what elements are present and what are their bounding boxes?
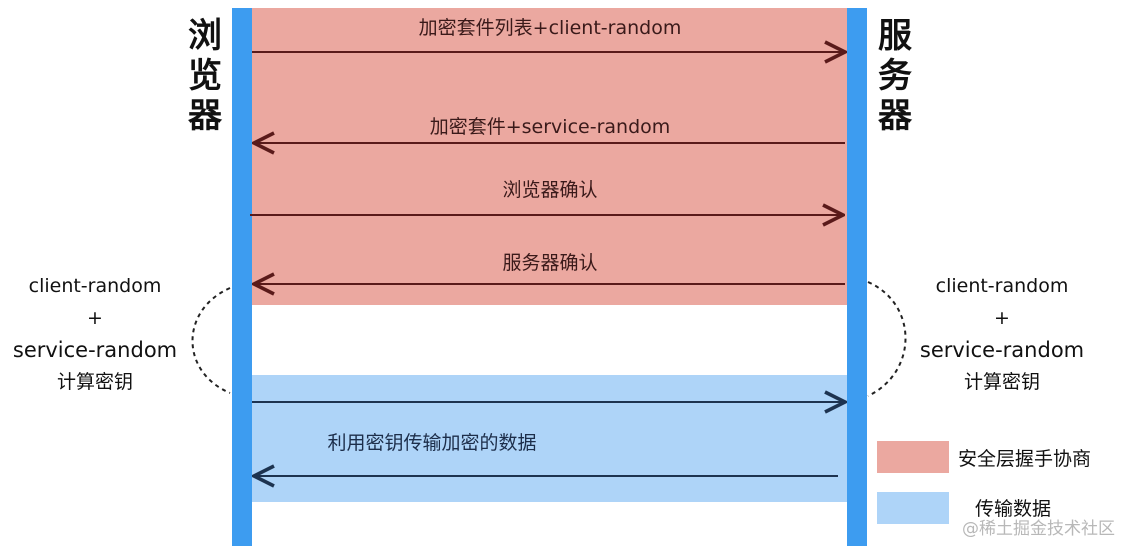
server-calc-service-random: service-random	[919, 338, 1085, 362]
browser-calc-client-random: client-random	[28, 275, 162, 297]
browser-calc-plus: +	[87, 307, 103, 329]
msg-server-hello: 加密套件+service-random	[429, 116, 671, 138]
watermark: @稀土掘金技术社区	[962, 519, 1115, 539]
msg-encrypted-data: 利用密钥传输加密的数据	[327, 432, 537, 454]
legend-label-handshake: 安全层握手协商	[958, 448, 1092, 470]
legend-swatch-handshake	[877, 441, 949, 473]
browser-calc-service-random: service-random	[12, 338, 178, 362]
browser-key-calc: client-random + service-random 计算密钥	[0, 270, 195, 398]
server-label: 服务器	[870, 16, 920, 136]
browser-label-char: 浏	[188, 16, 222, 56]
browser-label-char: 器	[188, 96, 222, 136]
server-label-char: 服	[878, 16, 912, 56]
server-label-char: 务	[878, 56, 912, 96]
data-transfer-phase-band	[252, 375, 848, 502]
server-key-calc: client-random + service-random 计算密钥	[902, 270, 1102, 398]
msg-browser-confirm: 浏览器确认	[502, 179, 598, 201]
legend-swatch-data	[877, 492, 949, 524]
browser-lifeline	[232, 8, 252, 546]
browser-label: 浏览器	[180, 16, 230, 136]
msg-client-hello: 加密套件列表+client-random	[418, 17, 682, 39]
browser-label-char: 览	[188, 56, 222, 96]
server-calc-compute-key: 计算密钥	[963, 371, 1040, 393]
server-calc-plus: +	[994, 307, 1010, 329]
msg-server-confirm: 服务器确认	[502, 252, 598, 274]
browser-key-calc-arc	[191, 287, 231, 394]
server-label-char: 器	[878, 96, 912, 136]
server-key-calc-arc	[867, 281, 907, 397]
server-lifeline	[847, 8, 867, 546]
legend-label-data: 传输数据	[975, 498, 1052, 520]
browser-calc-compute-key: 计算密钥	[56, 371, 133, 393]
handshake-phase-band	[252, 8, 848, 305]
server-calc-client-random: client-random	[935, 275, 1069, 297]
